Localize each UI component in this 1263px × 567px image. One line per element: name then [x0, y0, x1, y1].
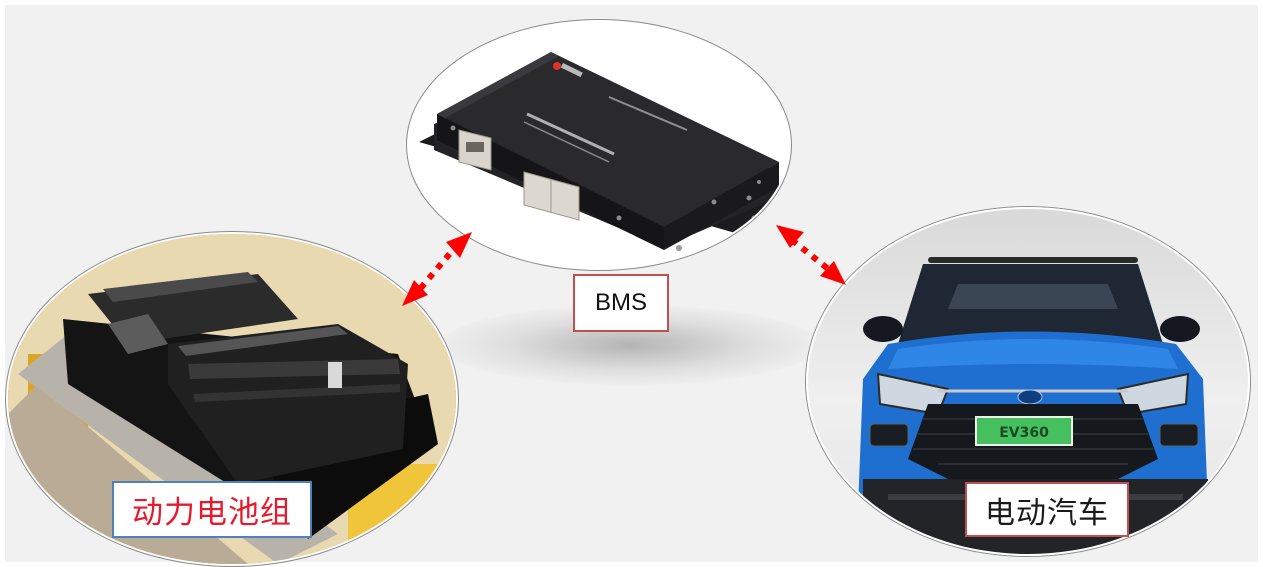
license-plate-text: EV360: [999, 425, 1049, 441]
battery-pack-illustration: [8, 234, 456, 564]
electric-car-label: 电动汽车: [965, 482, 1129, 537]
bms-box-illustration: [409, 22, 789, 268]
license-plate: [975, 416, 1073, 446]
bms-label: BMS: [573, 274, 669, 332]
electric-car-label-text: 电动汽车: [985, 495, 1109, 531]
bms-device-image: [407, 20, 791, 270]
bms-label-text: BMS: [594, 289, 647, 316]
battery-pack-label-text: 动力电池组: [132, 495, 292, 531]
battery-pack-label: 动力电池组: [112, 481, 312, 538]
electric-car-image: EV360: [806, 207, 1250, 556]
electric-car-illustration: EV360: [858, 257, 1208, 554]
